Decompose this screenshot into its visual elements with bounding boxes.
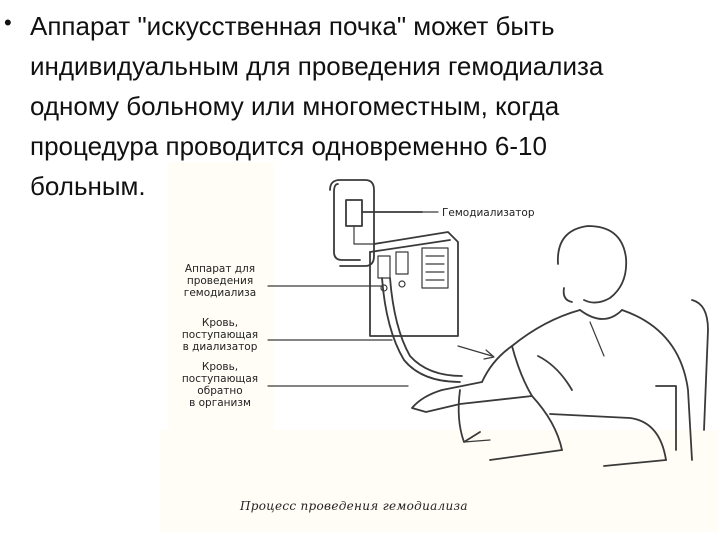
dialyzer-drawing [329,179,423,267]
dialyzer-label: Гемодиализатор [442,207,535,219]
bullet-marker: • [4,10,12,35]
label-line: Аппарат для [185,263,255,275]
patient-drawing [411,225,693,467]
apparatus-drawing [369,231,459,337]
blood-out-label: Кровь, поступающая обратно в организм [182,361,258,409]
label-line: Кровь, [202,361,238,373]
text-line: одному больному или многоместным, когда [30,91,560,121]
label-line: поступающая [182,373,258,385]
label-line: поступающая [182,329,258,341]
label-line: гемодиализа [184,287,256,299]
text-line: Аппарат "искусственная почка" может быть [30,11,555,41]
apparatus-label: Аппарат для проведения гемодиализа [184,263,256,299]
label-line: обратно [197,385,242,397]
figure-caption: Процесс проведения гемодиализа [239,499,468,513]
blood-in-label: Кровь, поступающая в диализатор [182,317,258,353]
label-line: Кровь, [202,317,238,329]
label-line: в диализатор [183,341,258,353]
text-line: больным. [30,171,146,201]
text-line: процедура проводится одновременно 6-10 [30,131,547,161]
blood-tubes [381,277,495,383]
label-panel [168,162,274,430]
chair-drawing [457,299,709,451]
text-line: индивидуальным для проведения гемодиализ… [30,51,604,81]
bullet-paragraph: Аппарат "искусственная почка" может быть… [30,6,710,206]
label-line: в организм [189,397,251,409]
caption-panel [160,430,718,532]
label-line: проведения [187,275,253,287]
hemodialysis-illustration: Гемодиализатор Аппарат для проведения ге… [160,162,718,532]
leader-lines [267,211,439,387]
